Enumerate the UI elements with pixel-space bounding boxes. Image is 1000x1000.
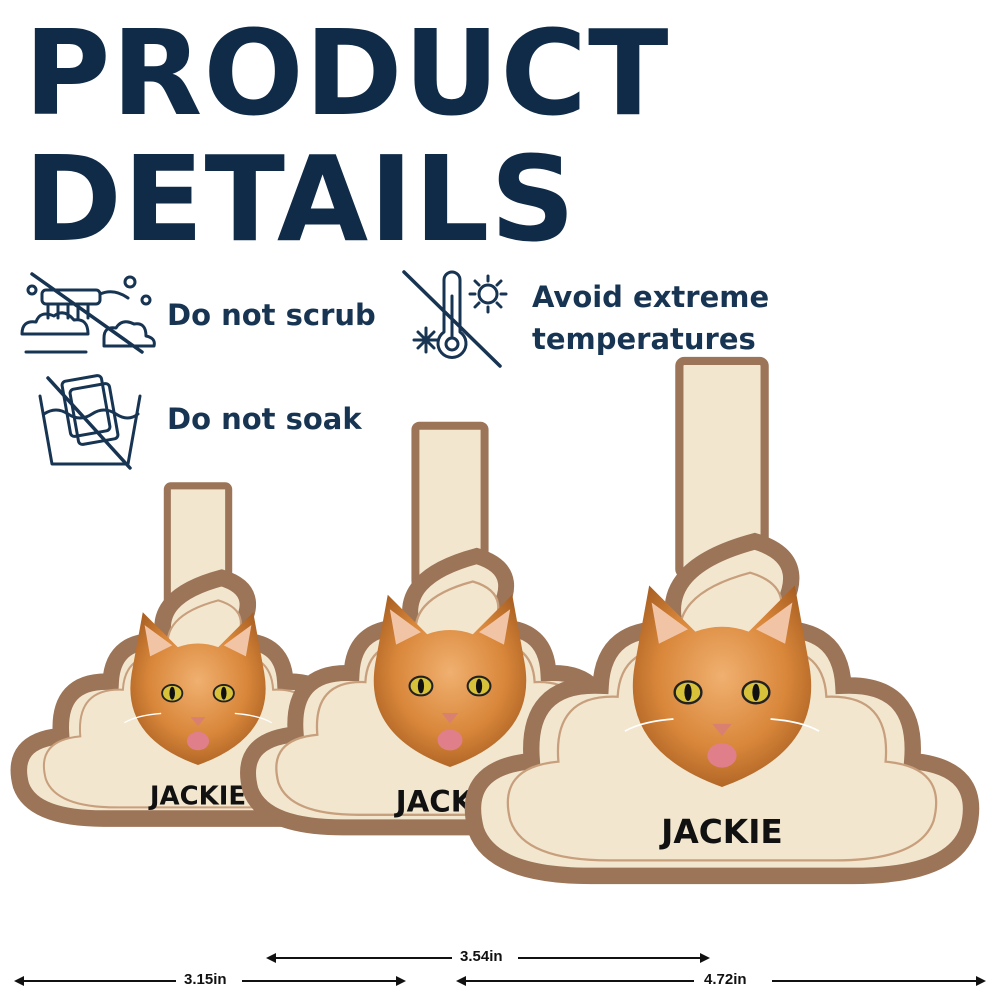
size-label-small: 3.15in	[184, 971, 227, 988]
tag-name-small: JACKIE	[148, 781, 246, 811]
care-label-temperature-line-2: temperatures	[532, 322, 756, 356]
cat-face-image	[124, 612, 272, 765]
dimension-arrows	[14, 953, 986, 986]
no-scrub-icon	[20, 272, 156, 354]
product-tag-large: JACKIE	[473, 356, 971, 876]
page-title-line-1: PRODUCT	[24, 4, 670, 142]
size-label-large: 4.72in	[704, 971, 747, 988]
page-title-line-2: DETAILS	[24, 130, 577, 268]
tag-name-large: JACKIE	[659, 813, 783, 851]
cat-face-image	[373, 594, 527, 767]
size-label-medium: 3.54in	[460, 948, 503, 965]
care-label-no-scrub: Do not scrub	[167, 298, 376, 332]
no-extreme-temperature-icon	[402, 270, 508, 368]
no-soak-icon	[38, 374, 142, 470]
product-tag-small: JACKIE	[19, 482, 377, 819]
cat-face-image	[624, 585, 820, 787]
care-label-no-soak: Do not soak	[167, 402, 362, 436]
care-label-temperature-line-1: Avoid extreme	[532, 280, 770, 314]
